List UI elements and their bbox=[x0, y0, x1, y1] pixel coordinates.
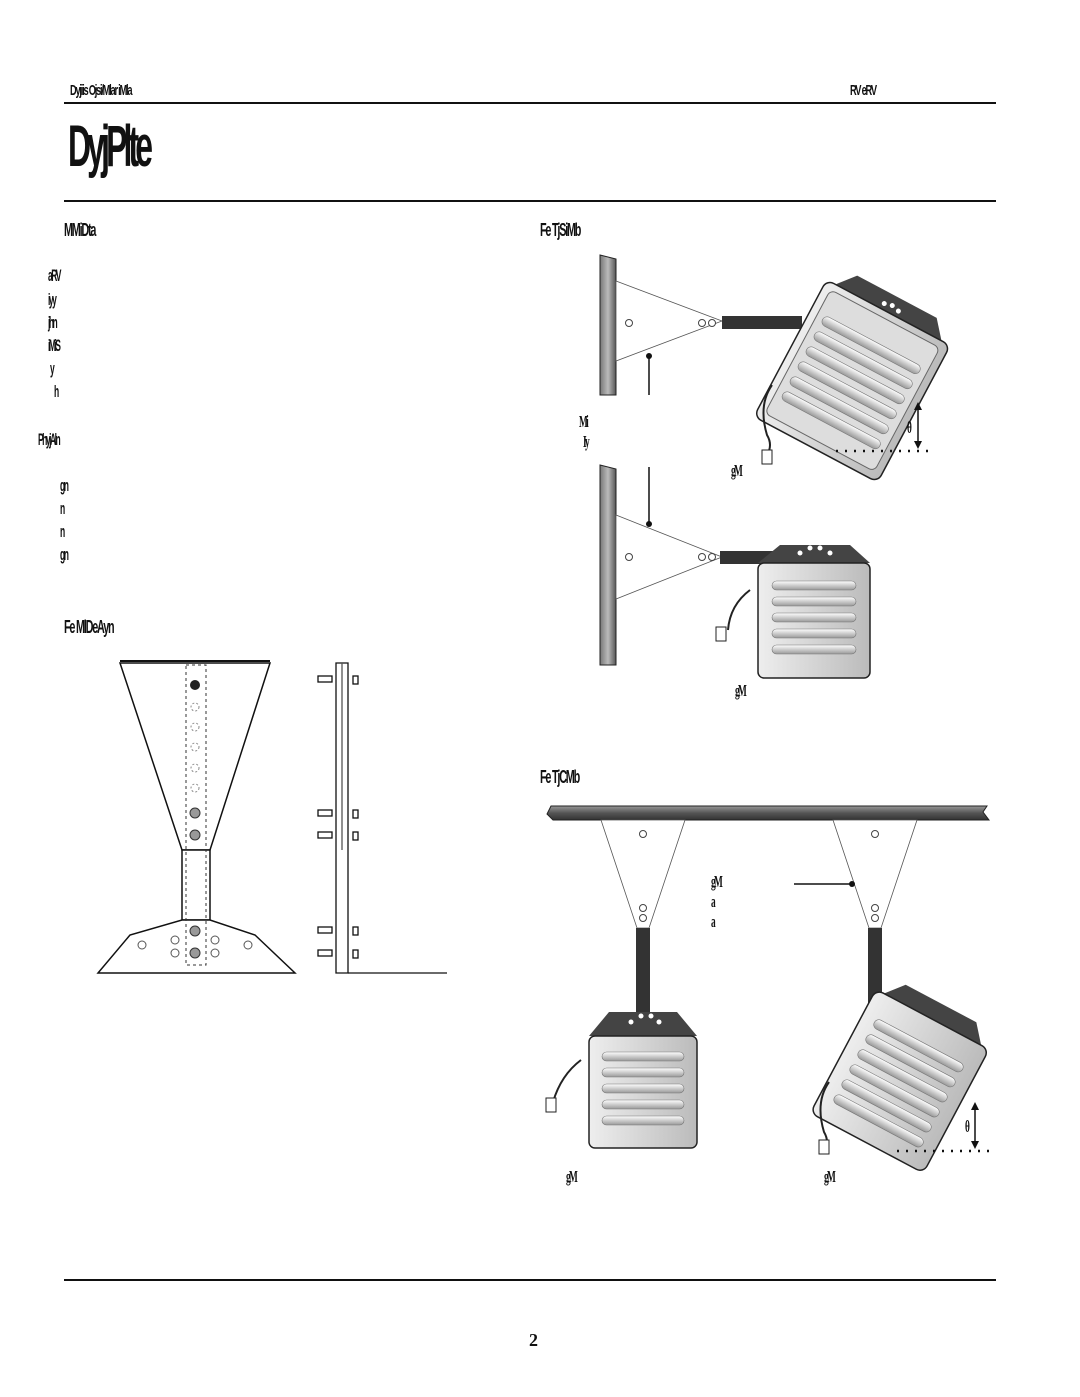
wall-mount-caption: Fe TjSiMb bbox=[540, 220, 581, 240]
list-item: iyy bbox=[48, 290, 57, 309]
bracket-figure-caption: Fe MlDeAyn bbox=[64, 617, 115, 637]
theta-label: θ bbox=[907, 418, 912, 437]
bolt-icon bbox=[189, 807, 201, 819]
list-item: gn bbox=[60, 476, 69, 495]
header-left-text: Dyjiis Ojsi/Mlar iMla bbox=[70, 82, 133, 99]
note-text: PhyjAln bbox=[38, 430, 61, 449]
list-item: h bbox=[54, 382, 59, 401]
ceiling-mount-label: a bbox=[711, 912, 716, 931]
ceiling-mount-caption: Fe TjCMb bbox=[540, 767, 580, 787]
bolt-icon bbox=[189, 947, 201, 959]
list-item: n bbox=[60, 522, 65, 541]
list-item: gn bbox=[60, 545, 69, 564]
ceiling-mount-figure bbox=[545, 805, 990, 1171]
bracket-plate-top bbox=[118, 662, 272, 851]
ceiling-mount-label: a bbox=[711, 892, 716, 911]
header-rule bbox=[64, 102, 996, 104]
wall-bracket-label: Iy bbox=[583, 432, 590, 451]
theta-label: θ bbox=[965, 1117, 970, 1136]
heater-label: gM bbox=[731, 461, 743, 480]
bolt-icon bbox=[189, 829, 201, 841]
footer-rule bbox=[64, 1279, 996, 1281]
list-item: y bbox=[50, 359, 55, 378]
wall-bracket-label: Mi bbox=[579, 412, 589, 431]
bolt-icon bbox=[190, 680, 200, 690]
list-item: n bbox=[60, 499, 65, 518]
list-item: jhn bbox=[48, 313, 58, 332]
wall-mount-figure bbox=[599, 254, 949, 679]
list-item: aRV bbox=[48, 266, 61, 285]
ceiling-mount-label: gM bbox=[711, 872, 723, 891]
power-cord bbox=[762, 384, 773, 456]
heater-label: gM bbox=[566, 1167, 578, 1186]
bracket-assembly-figure bbox=[96, 660, 447, 974]
title-rule bbox=[64, 200, 996, 202]
left-section-heading: MMiDta bbox=[64, 220, 96, 240]
page-title: DyjPlte bbox=[68, 114, 153, 179]
bracket-base-plate bbox=[96, 919, 297, 974]
bolt-icon bbox=[189, 925, 201, 937]
header-right-text: RV eRV bbox=[850, 82, 877, 99]
page-number: 2 bbox=[529, 1330, 538, 1350]
heater-label: gM bbox=[824, 1167, 836, 1186]
heater-label: gM bbox=[735, 681, 747, 700]
list-item: iMiS bbox=[48, 336, 61, 355]
